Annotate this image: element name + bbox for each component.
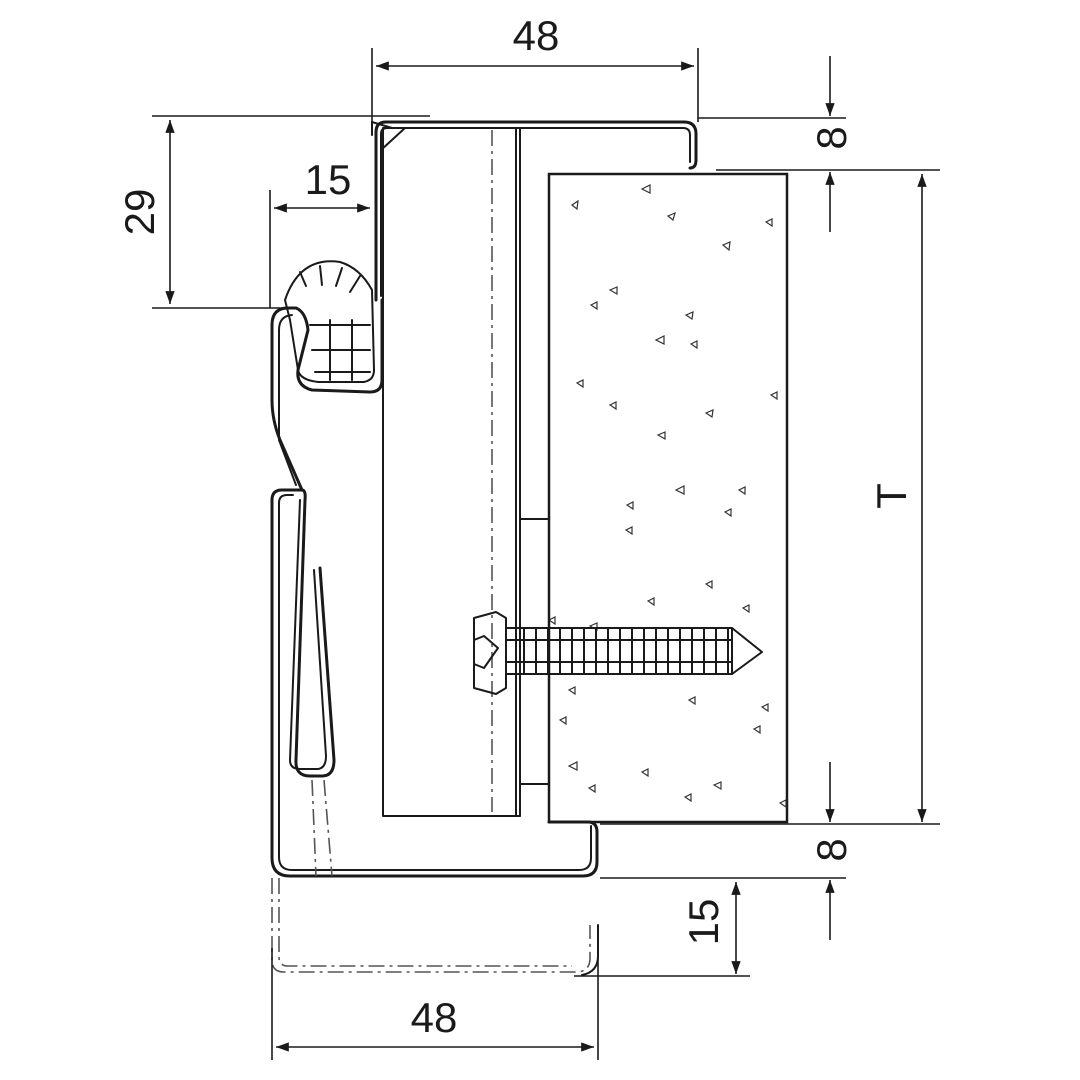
concrete-aggregate-marks: [547, 184, 787, 809]
steel-frame-profile: [270, 120, 698, 976]
dimension-top-right-8: 8: [698, 56, 940, 232]
concrete-wall: [547, 172, 789, 824]
dimension-label-left-height: 29: [116, 189, 163, 236]
rubber-seal-gasket: [284, 260, 384, 394]
dimension-lip-15: 15: [269, 156, 370, 308]
dimension-label-lip-width: 15: [305, 156, 352, 203]
dimension-bottom-right-8: 8: [600, 762, 940, 940]
dimension-label-bottom-right-gap: 8: [808, 838, 855, 861]
dimension-bottom-48: 48: [271, 948, 599, 1060]
dimension-top-48: 48: [371, 12, 699, 122]
screw-threads: [505, 627, 733, 675]
dimension-left-29: 29: [116, 115, 430, 309]
dimension-label-bottom-offset: 15: [680, 899, 727, 946]
anchor-screw: [473, 611, 763, 695]
dimension-label-top-right-gap: 8: [808, 126, 855, 149]
dimension-label-wall-thickness: T: [868, 483, 915, 509]
dimension-bottom-offset-15: 15: [574, 882, 750, 977]
dimension-label-top-width: 48: [513, 12, 560, 59]
dimension-wall-T: T: [868, 174, 927, 822]
dimension-label-bottom-width: 48: [411, 994, 458, 1041]
